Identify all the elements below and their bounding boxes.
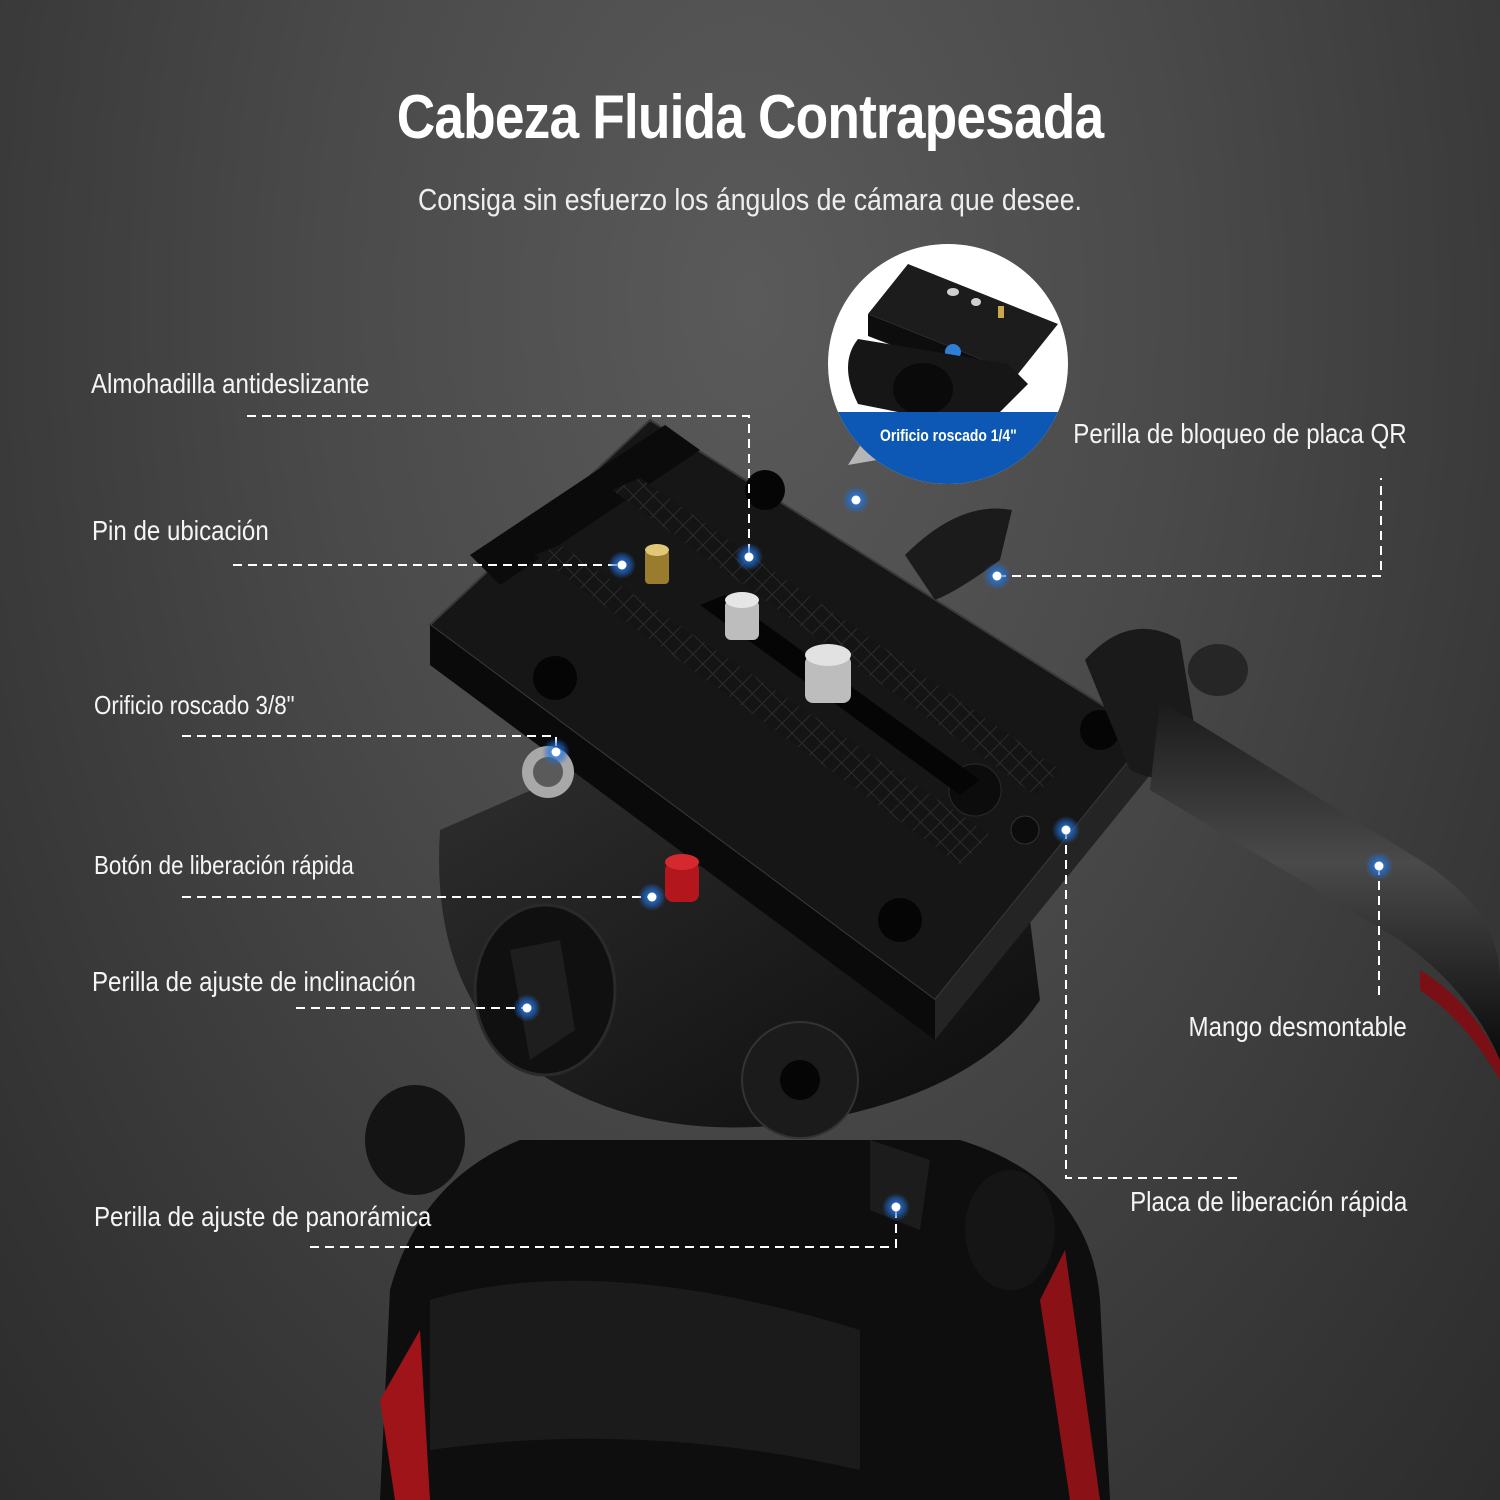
callout-qr-plate: Placa de liberación rápida bbox=[1129, 1186, 1407, 1217]
callout-pan-knob: Perilla de ajuste de panorámica bbox=[94, 1201, 432, 1232]
leader-lines bbox=[182, 415, 1382, 1248]
marker-dot-icon bbox=[513, 994, 541, 1022]
locating-pin bbox=[645, 550, 669, 584]
marker-dot-icon bbox=[542, 738, 570, 766]
callout-antislip-pad: Almohadilla antideslizante bbox=[91, 368, 370, 399]
page-subtitle: Consiga sin esfuerzo los ángulos de cáma… bbox=[418, 182, 1082, 217]
callout-markers bbox=[513, 486, 1393, 1221]
callout-qr-lock-knob: Perilla de bloqueo de placa QR bbox=[1073, 418, 1407, 449]
inset-threaded-hole-1-4: Orificio roscado 1/4" bbox=[828, 244, 1068, 484]
callout-locating-pin: Pin de ubicación bbox=[92, 515, 269, 546]
marker-dot-icon bbox=[1052, 816, 1080, 844]
leader-qr-lock-knob bbox=[997, 478, 1382, 577]
callout-threaded-hole-3-8: Orificio roscado 3/8" bbox=[94, 690, 295, 720]
marker-dot-icon bbox=[1365, 852, 1393, 880]
fluid-head-body bbox=[439, 760, 1040, 1230]
marker-dot-icon bbox=[638, 883, 666, 911]
camera-screw bbox=[725, 592, 759, 640]
tripod-base bbox=[365, 1085, 1110, 1500]
marker-dot-icon bbox=[842, 486, 870, 514]
inset-head-image bbox=[848, 264, 1058, 415]
detachable-handle bbox=[1085, 628, 1500, 1080]
callout-release-button: Botón de liberación rápida bbox=[94, 850, 354, 880]
leader-antislip-pad bbox=[247, 415, 750, 557]
marker-dot-icon bbox=[735, 543, 763, 571]
page-title: Cabeza Fluida Contrapesada bbox=[396, 83, 1104, 152]
leader-threaded-hole-3-8 bbox=[182, 735, 557, 752]
leader-qr-plate bbox=[1065, 830, 1240, 1179]
marker-dot-icon bbox=[882, 1193, 910, 1221]
camera-screw bbox=[805, 644, 851, 703]
callout-detachable-handle: Mango desmontable bbox=[1188, 1011, 1407, 1042]
marker-dot-icon bbox=[983, 562, 1011, 590]
callout-tilt-knob: Perilla de ajuste de inclinación bbox=[92, 966, 416, 997]
inset-label-band: Orificio roscado 1/4" bbox=[828, 412, 1068, 484]
inset-label: Orificio roscado 1/4" bbox=[879, 426, 1017, 445]
marker-dot-icon bbox=[608, 551, 636, 579]
leader-pan-knob bbox=[310, 1207, 897, 1248]
quick-release-button bbox=[665, 862, 699, 902]
